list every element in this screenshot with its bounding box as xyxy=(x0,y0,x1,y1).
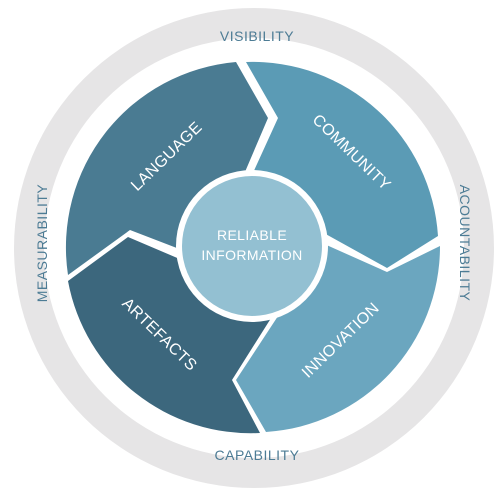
center-circle xyxy=(182,176,322,316)
segment-community xyxy=(246,61,438,268)
ring-label-left: MEASURABILITY xyxy=(34,184,50,303)
ring-label-top: VISIBILITY xyxy=(220,28,294,44)
center-label-line2: INFORMATION xyxy=(201,247,302,263)
ring-label-bottom: CAPABILITY xyxy=(215,447,300,463)
center-label-line1: RELIABLE xyxy=(217,227,287,243)
segment-language xyxy=(65,62,268,275)
segment-innovation xyxy=(236,243,441,432)
ring-label-right: ACOUNTABILITY xyxy=(457,185,473,302)
segment-artefacts xyxy=(68,237,273,434)
